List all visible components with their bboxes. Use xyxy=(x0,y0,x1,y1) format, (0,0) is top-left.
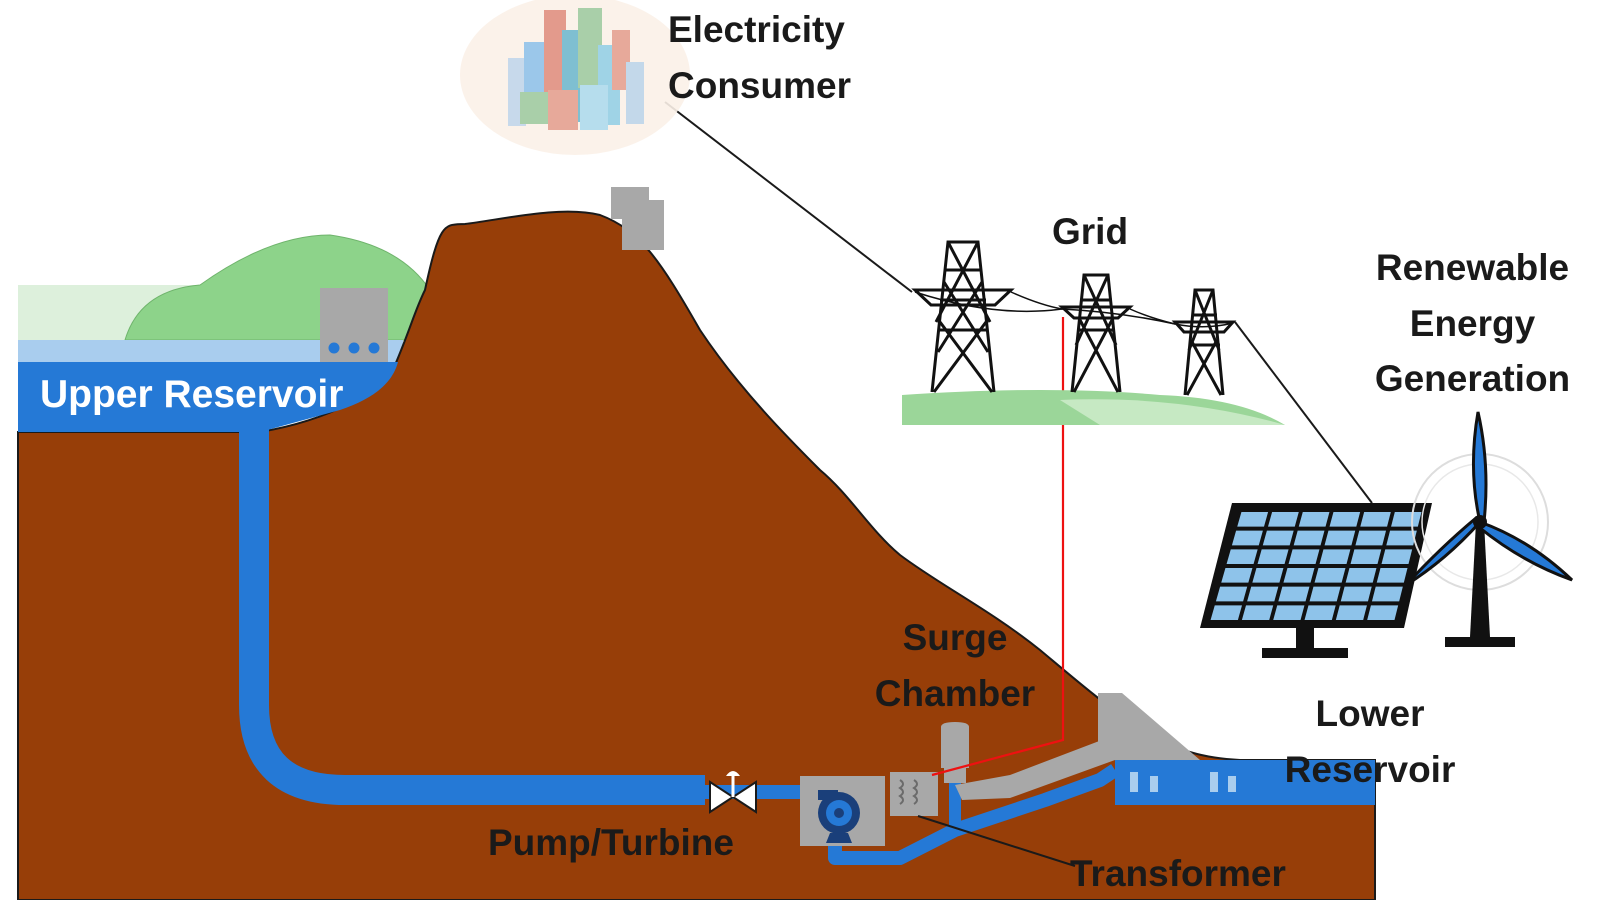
valve-icon xyxy=(709,771,757,814)
lower-reservoir-water xyxy=(1115,760,1375,805)
renewable-line-2: Energy xyxy=(1409,302,1536,344)
solar-cell xyxy=(1386,530,1417,546)
upper-reservoir-label: Upper Reservoir xyxy=(40,373,344,416)
surge-tower-top xyxy=(611,187,664,250)
penstock-pipe xyxy=(239,428,705,805)
solar-cell xyxy=(1340,586,1372,602)
leader-transformer xyxy=(917,815,1076,867)
solar-cell xyxy=(1391,512,1422,527)
leader-consumer-grid xyxy=(664,101,913,293)
electricity-consumer-line-2: Consumer xyxy=(668,64,851,106)
electricity-consumer-label: Electricity Consumer xyxy=(668,2,928,113)
solar-cell xyxy=(1371,586,1403,602)
power-lines xyxy=(914,291,1234,328)
solar-cell xyxy=(1221,568,1253,583)
surge-chamber-line-2: Chamber xyxy=(874,672,1036,714)
solar-cell xyxy=(1355,530,1387,546)
lower-reservoir-label: Lower Reservoir xyxy=(1255,686,1485,797)
renewable-line-3: Generation xyxy=(1374,358,1571,399)
solar-cell xyxy=(1273,605,1305,620)
solar-cell xyxy=(1257,549,1289,564)
solar-cell xyxy=(1345,568,1377,583)
solar-cell xyxy=(1278,586,1310,602)
surge-chamber-label: Surge Chamber xyxy=(850,610,1060,721)
lower-reservoir-line-1: Lower xyxy=(1315,693,1425,734)
lower-reservoir-line-2: Reservoir xyxy=(1284,748,1456,790)
solar-cell xyxy=(1304,605,1336,620)
solar-cell xyxy=(1210,605,1242,620)
solar-cell xyxy=(1215,586,1248,602)
solar-cell xyxy=(1226,549,1258,564)
pump-turbine-label: Pump/Turbine xyxy=(488,822,734,863)
pump-turbine-icon xyxy=(800,776,885,846)
leader-renewable-grid xyxy=(1234,321,1373,504)
surge-chamber-icon xyxy=(941,722,969,783)
surge-chamber-line-1: Surge xyxy=(902,617,1008,658)
solar-cell xyxy=(1288,549,1320,564)
solar-cell xyxy=(1309,586,1341,602)
transformer-icon xyxy=(890,772,938,816)
solar-cell xyxy=(1231,530,1263,546)
solar-cell xyxy=(1350,549,1382,564)
solar-cell xyxy=(1335,605,1367,620)
solar-cell xyxy=(1314,568,1346,583)
outlet-structure-icon xyxy=(1098,693,1200,760)
upper-reservoir-water xyxy=(18,362,398,432)
solar-cell xyxy=(1319,549,1351,564)
solar-cell xyxy=(1381,549,1413,564)
solar-cell xyxy=(1237,512,1269,527)
solar-cells xyxy=(1210,512,1422,620)
mountain-ground xyxy=(17,210,1376,900)
solar-cell xyxy=(1298,512,1330,527)
solar-cell xyxy=(1283,568,1315,583)
city-icon xyxy=(460,0,690,155)
solar-cell xyxy=(1252,568,1284,583)
electricity-consumer-line-1: Electricity xyxy=(668,9,845,50)
solar-cell xyxy=(1241,605,1274,620)
grid-ground-light xyxy=(1060,399,1285,425)
solar-cell xyxy=(1247,586,1279,602)
renewable-energy-label: Renewable Energy Generation xyxy=(1345,240,1600,407)
intake-structure-icon xyxy=(320,288,388,362)
solar-cell xyxy=(1376,568,1408,583)
transformer-label: Transformer xyxy=(1070,853,1286,894)
solar-cell xyxy=(1262,530,1294,546)
solar-cell xyxy=(1360,512,1391,527)
transmission-tower-icon xyxy=(911,240,1237,396)
solar-cell xyxy=(1268,512,1299,527)
solar-cell xyxy=(1367,605,1399,620)
grid-label: Grid xyxy=(1052,211,1129,252)
solar-cell xyxy=(1324,530,1356,546)
power-connection-line xyxy=(931,317,1065,777)
solar-cell xyxy=(1329,512,1361,527)
solar-cell xyxy=(1293,530,1325,546)
renewable-line-1: Renewable xyxy=(1375,247,1570,288)
wind-turbine-icon xyxy=(1404,411,1574,647)
tailrace-tunnel xyxy=(955,735,1115,800)
